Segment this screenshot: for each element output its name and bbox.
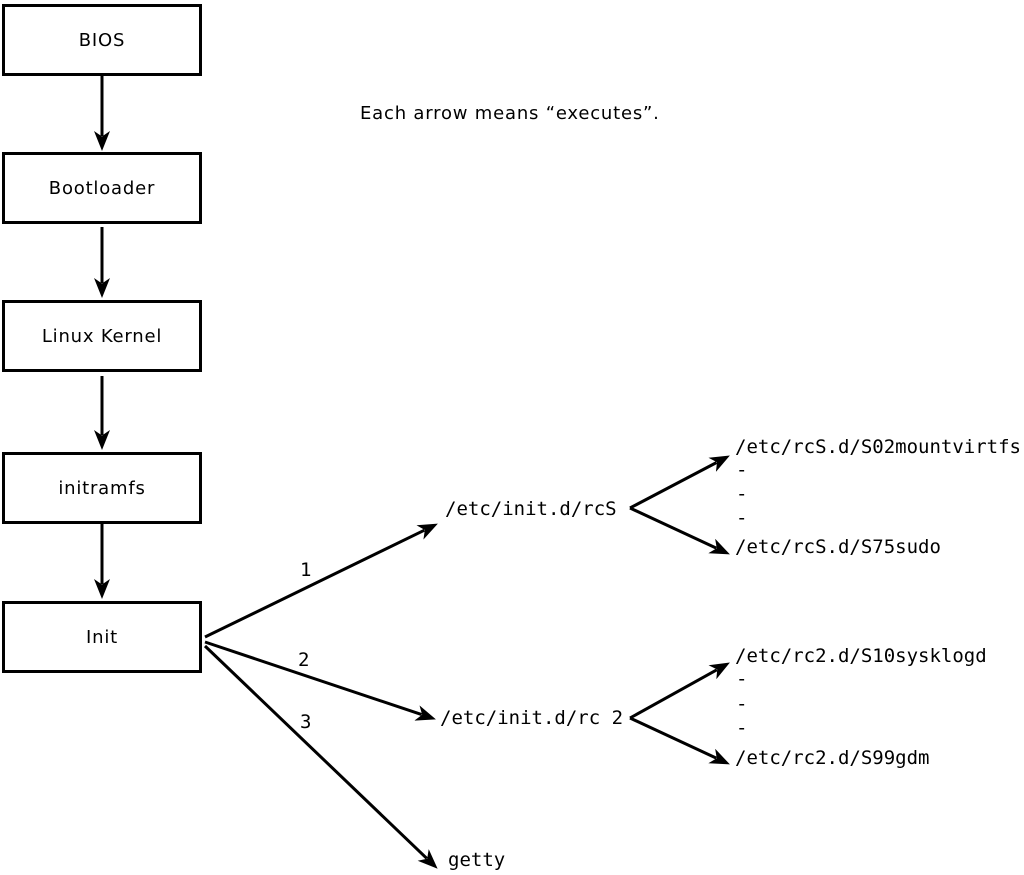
arrow-order-label-2: 2 bbox=[298, 649, 310, 671]
node-getty: getty bbox=[448, 849, 506, 871]
box-bios: BIOS bbox=[2, 4, 202, 76]
box-initramfs-label: initramfs bbox=[58, 477, 146, 499]
arrow-order-label-3: 3 bbox=[300, 711, 312, 733]
box-bios-label: BIOS bbox=[78, 29, 126, 51]
node-rcS-last-script: /etc/rcS.d/S75sudo bbox=[735, 536, 941, 558]
rcS-ellipsis-dash: - bbox=[736, 507, 748, 529]
node-rc2-last-script: /etc/rc2.d/S99gdm bbox=[735, 747, 930, 769]
box-linux-kernel: Linux Kernel bbox=[2, 300, 202, 372]
node-etc-init-d-rc2: /etc/init.d/rc 2 bbox=[440, 707, 624, 729]
node-rcS-first-script: /etc/rcS.d/S02mountvirtfs bbox=[735, 436, 1021, 458]
node-rc2-first-script: /etc/rc2.d/S10sysklogd bbox=[735, 645, 987, 667]
arrow-init-to-rc2 bbox=[204, 640, 436, 721]
box-initramfs: initramfs bbox=[2, 452, 202, 524]
rcS-ellipsis-dash: - bbox=[736, 483, 748, 505]
arrow-init-to-getty bbox=[203, 644, 438, 869]
arrow-init-to-rcS bbox=[204, 523, 438, 639]
rc2-ellipsis-dash: - bbox=[736, 693, 748, 715]
arrow-rc2-to-last-script bbox=[629, 716, 730, 765]
arrow-rcS-to-last-script bbox=[629, 506, 730, 555]
box-bootloader: Bootloader bbox=[2, 152, 202, 224]
node-etc-init-d-rcS: /etc/init.d/rcS bbox=[445, 498, 617, 520]
rc2-ellipsis-dash: - bbox=[736, 717, 748, 739]
rcS-ellipsis-dash: - bbox=[736, 459, 748, 481]
box-init-label: Init bbox=[86, 626, 118, 648]
rc2-ellipsis-dash: - bbox=[736, 668, 748, 690]
arrow-order-label-1: 1 bbox=[300, 559, 312, 581]
legend-note: Each arrow means “executes”. bbox=[360, 103, 660, 124]
box-bootloader-label: Bootloader bbox=[48, 177, 156, 199]
box-init: Init bbox=[2, 601, 202, 673]
arrow-rc2-to-first-script bbox=[629, 662, 730, 720]
box-linux-kernel-label: Linux Kernel bbox=[41, 325, 163, 347]
arrow-rcS-to-first-script bbox=[629, 455, 730, 510]
